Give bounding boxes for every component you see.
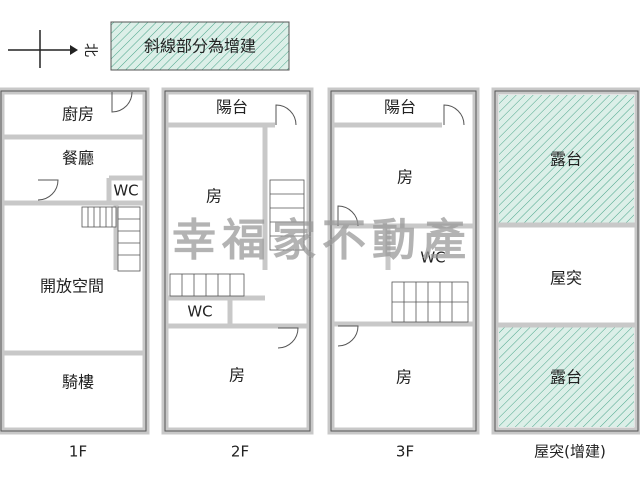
floor-rooftop: 露台 屋突 露台 [491, 87, 640, 435]
room-bedroom-a: 房 [206, 187, 222, 206]
room-open-space: 開放空間 [40, 277, 104, 296]
floor-1f: 廚房 餐廳 WC 開放空間 騎樓 [0, 87, 150, 435]
room-terrace-bottom: 露台 [550, 368, 582, 387]
north-arrow: 北 [8, 30, 98, 68]
room-arcade: 騎樓 [62, 373, 94, 392]
room-kitchen: 廚房 [62, 105, 94, 124]
room-balcony: 陽台 [384, 98, 416, 117]
floor-label-2f: 2F [231, 443, 249, 461]
hatch-legend-text: 斜線部分為增建 [144, 37, 256, 56]
floor-2f: 陽台 房 WC 房 [161, 87, 314, 435]
floor-label-1f: 1F [69, 443, 87, 461]
room-bedroom-b: 房 [396, 368, 412, 387]
floor-3f: 陽台 房 WC 房 [327, 87, 480, 435]
room-bedroom-a: 房 [397, 168, 413, 187]
hatch-legend: 斜線部分為增建 [110, 21, 290, 71]
room-rooftop: 屋突 [550, 269, 582, 288]
room-balcony: 陽台 [216, 98, 248, 117]
room-wc: WC [420, 249, 445, 267]
room-wc: WC [187, 303, 212, 321]
hatched-area-bottom [499, 326, 634, 427]
room-terrace-top: 露台 [550, 150, 582, 169]
room-bedroom-b: 房 [229, 366, 245, 385]
hatched-area-top [499, 95, 634, 224]
floor-label-3f: 3F [396, 443, 414, 461]
watermark: 幸福家不動產 [172, 215, 472, 266]
room-dining: 餐廳 [62, 149, 94, 168]
north-label: 北 [82, 43, 98, 57]
room-wc: WC [113, 182, 138, 200]
floor-label-rooftop: 屋突(增建) [534, 443, 606, 461]
